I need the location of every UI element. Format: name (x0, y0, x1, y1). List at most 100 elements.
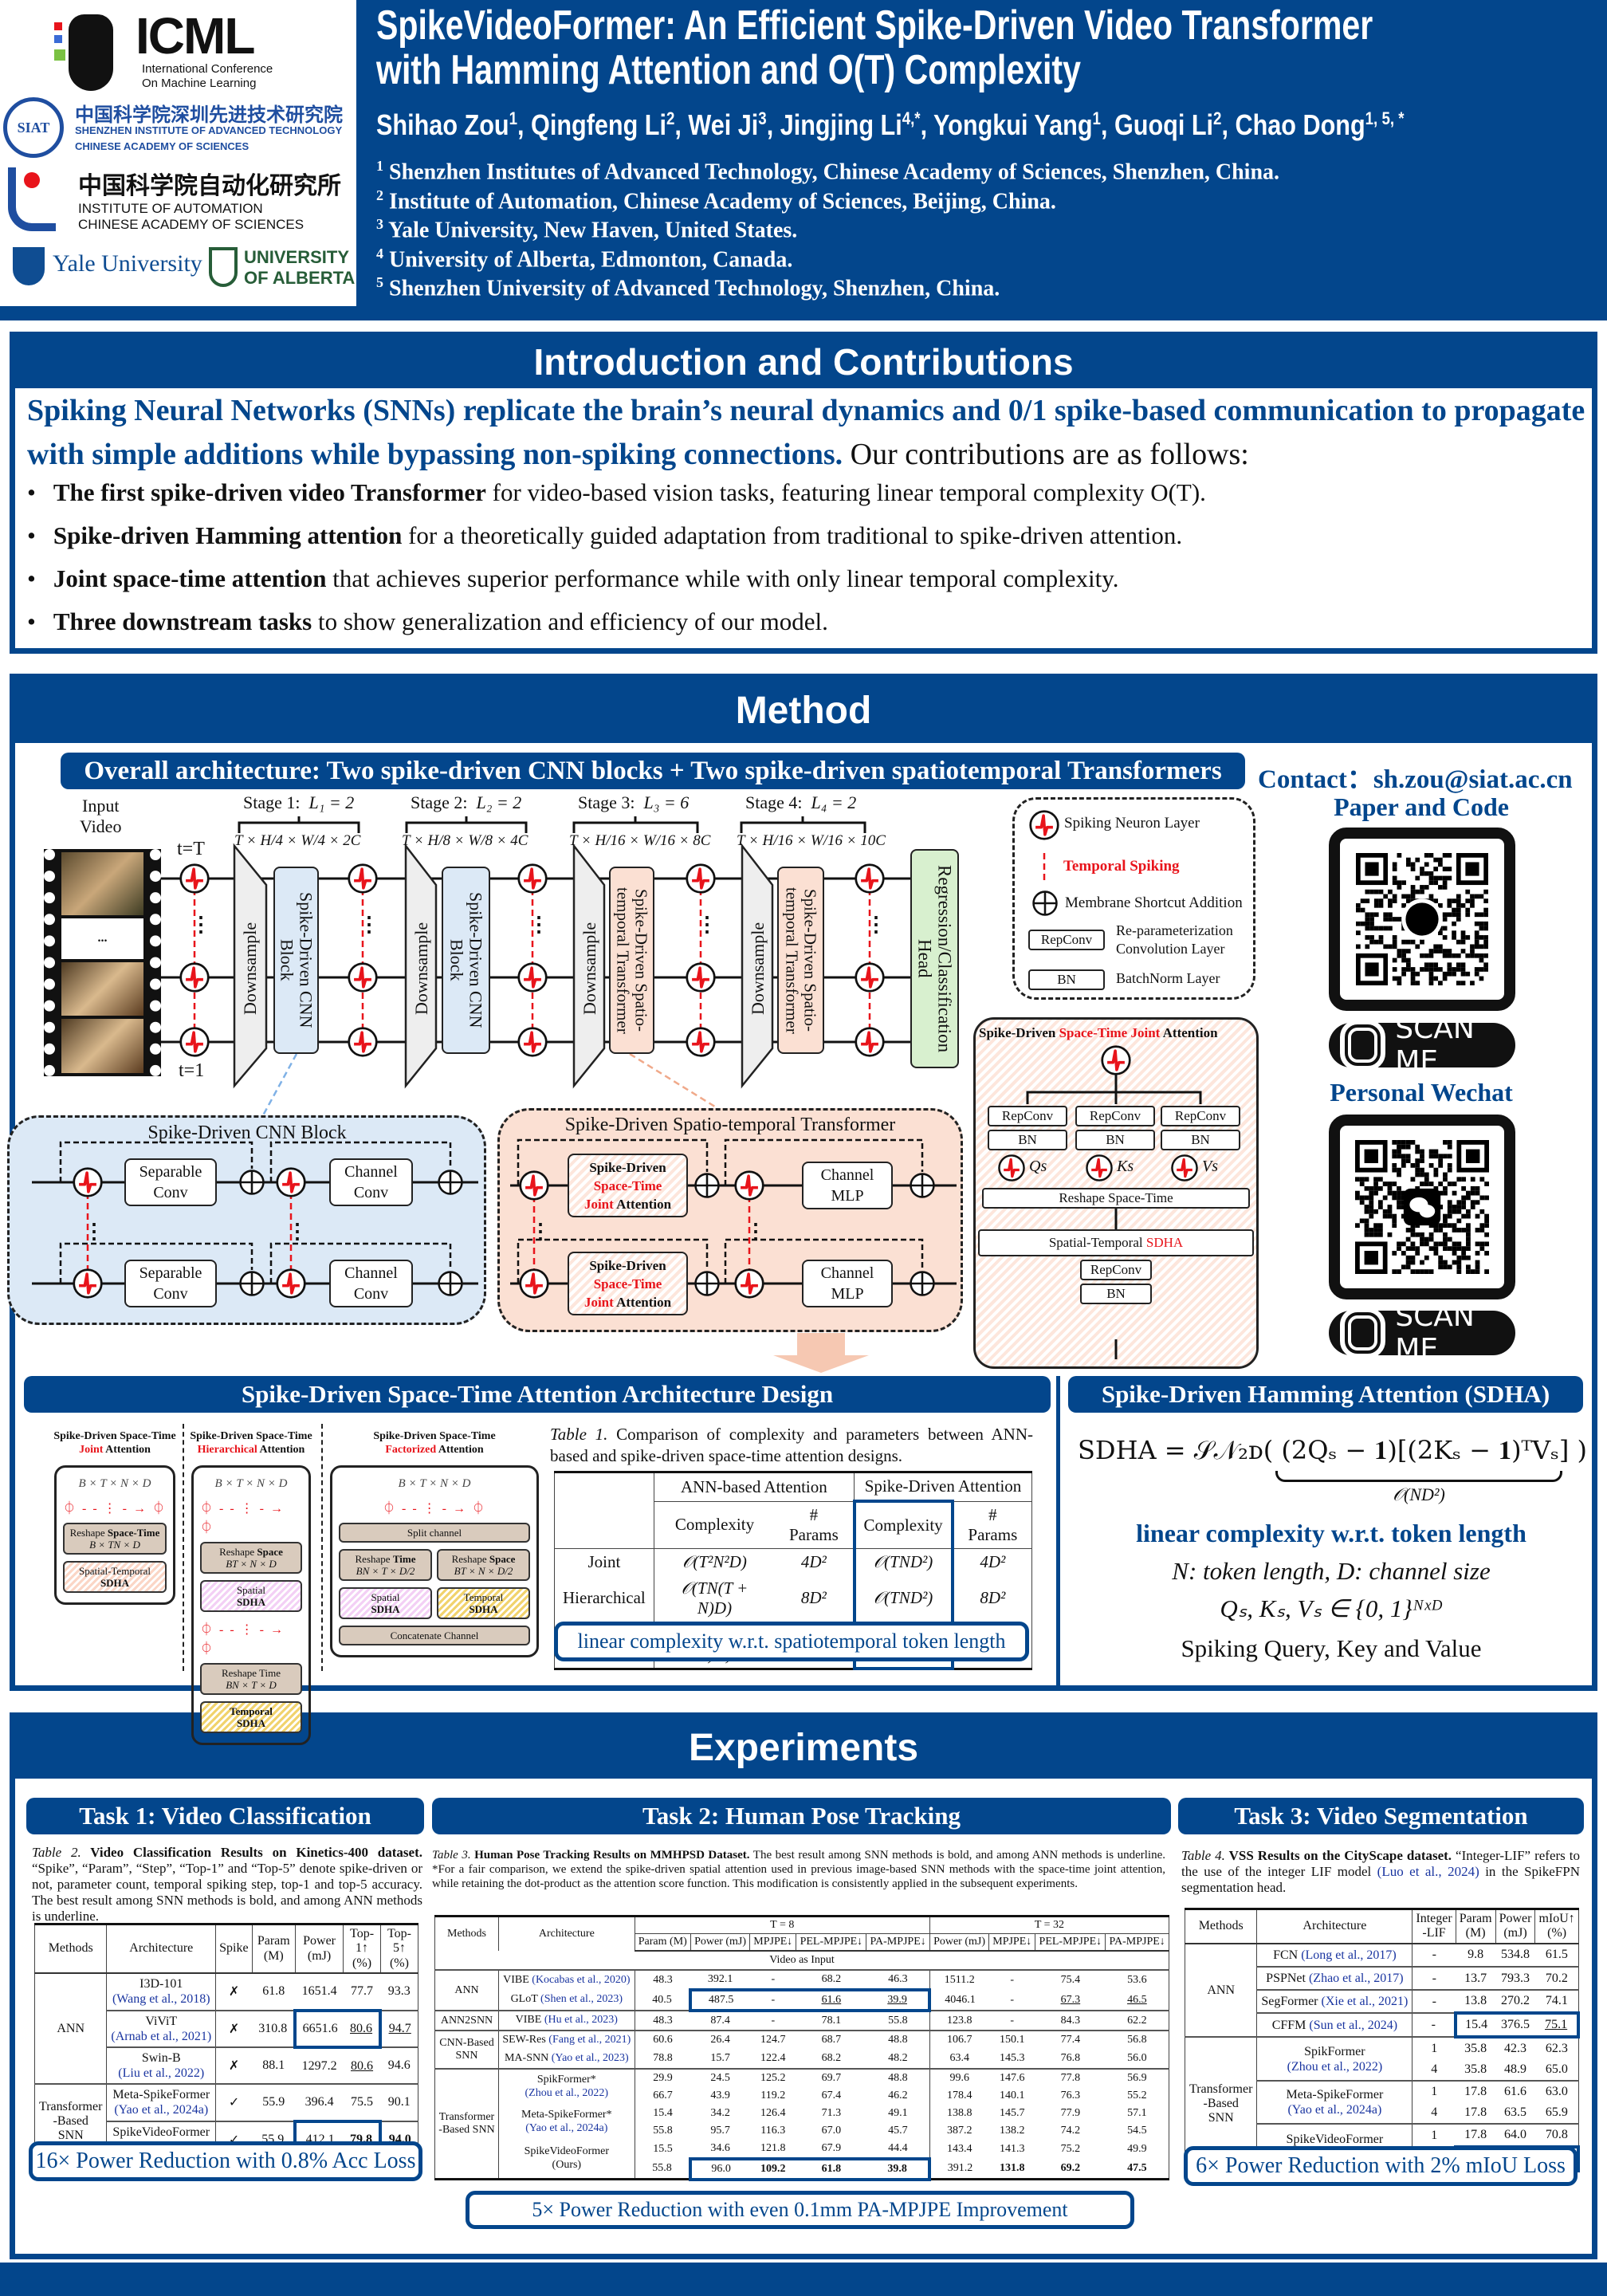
table-cell: 53.6 (1105, 1969, 1169, 1991)
method-group-cell: Transformer -Based SNN (434, 2067, 499, 2180)
table-cell: 55.8 (652, 2161, 672, 2174)
contribution-item: Spike-driven Hamming attention for a the… (27, 521, 1182, 550)
scan-me-button[interactable]: SCAN ME (1329, 1300, 1515, 1366)
yale-logo: Yale University (13, 244, 204, 292)
spiking-neuron-icon (854, 961, 886, 993)
table-cell: 1 (1412, 2080, 1456, 2103)
architecture-cell: SegFormer (Xie et al., 2021) (1256, 1989, 1413, 2014)
table-cell: 4 (1431, 2062, 1438, 2077)
spiking-neuron-icon (179, 961, 210, 993)
table-cell: 534.8 (1495, 1942, 1535, 1967)
casia-logo: 中国科学院自动化研究所 INSTITUTE OF AUTOMATION CHIN… (5, 166, 356, 234)
architecture-cell: FCN (Long et al., 2017) (1256, 1942, 1413, 1967)
legend-neuron-label: Spiking Neuron Layer (1064, 815, 1200, 832)
wechat-qr[interactable] (1329, 1115, 1515, 1299)
affiliation: 4 University of Alberta, Edmonton, Canad… (376, 245, 793, 272)
stage-dimensions: T × H/16 × W/16 × 10C (737, 832, 886, 849)
table-cell: 46.3 (866, 1969, 930, 1991)
table-cell: 140.1 (1000, 2089, 1025, 2101)
table-cell: 48.3 (635, 2010, 691, 2031)
scan-me-button[interactable]: SCAN ME (1329, 1012, 1515, 1078)
stage-dimensions: T × H/4 × W/4 × 2C (234, 832, 361, 849)
architecture-subheader: Overall architecture: Two spike-driven C… (61, 753, 1245, 789)
video-frame-ellipsis: ... (61, 918, 143, 959)
table-cell: 77.8 (1035, 2067, 1106, 2087)
table-cell: 90.1 (380, 2083, 419, 2121)
poster-title-line-2: with Hamming Attention and O(T) Complexi… (376, 47, 1081, 93)
design-divider (183, 1424, 184, 1671)
table-row: Meta-SpikeFormer*(Yao et al., 2024a)15.4… (435, 2104, 1169, 2140)
spiking-neuron-icon (997, 1154, 1026, 1182)
qkv-label: Vs (1202, 1158, 1218, 1175)
table-cell: - (749, 1988, 796, 2013)
attention-design-subheader: Spike-Driven Space-Time Attention Archit… (24, 1376, 1051, 1413)
time-label-bottom: t=1 (179, 1060, 205, 1081)
table-cell: 48.8 (866, 2030, 930, 2050)
table-cell: ✓ (215, 2083, 253, 2121)
table-cell: 48.9 (1504, 2062, 1526, 2077)
task1-header: Task 1: Video Classification (26, 1798, 424, 1834)
repconv-box: RepConv (1161, 1106, 1240, 1126)
table-cell: ✗ (215, 2046, 253, 2085)
table-cell: 4046.1 (945, 1993, 976, 2006)
membrane-addition-icon (437, 1270, 464, 1297)
table-cell: 48.2 (866, 2049, 930, 2069)
table-cell: 61.8 (252, 1972, 296, 2011)
spiking-neuron-icon (179, 1026, 210, 1058)
table-cell: 77.7 (343, 1972, 381, 2011)
task1-note: 16× Power Reduction with 0.8% Acc Loss (29, 2141, 422, 2181)
table-cell: 376.5 (1495, 2011, 1535, 2039)
legend-bn-box: BN (1028, 969, 1105, 990)
author-affiliation-mark: 1, 5, * (1365, 108, 1405, 128)
table-cell: 99.6 (929, 2067, 989, 2087)
table-cell: 80.6 (343, 2008, 383, 2049)
yale-shield-icon (13, 247, 45, 285)
table-cell: - (1412, 1989, 1456, 2014)
wechat-heading: Personal Wechat (1330, 1078, 1513, 1107)
paper-code-qr[interactable] (1329, 828, 1515, 1011)
spiking-neuron-icon (518, 1170, 550, 1201)
table-cell: 74.1 (1534, 1989, 1579, 2014)
contact-email-link[interactable]: sh.zou@siat.ac.cn (1373, 765, 1573, 794)
table-cell: 56.8 (1105, 2030, 1169, 2050)
table-cell: 68.7 (796, 2030, 866, 2050)
architecture-cell: ViViT(Arnab et al., 2021) (106, 2009, 217, 2047)
contribution-item: Joint space-time attention that achieves… (27, 564, 1119, 593)
table-cell: - (1412, 1942, 1456, 1967)
transformer-stage-3: Spike-Driven Spatio-temporal Transformer (609, 867, 654, 1054)
architecture-cell: I3D-101(Wang et al., 2018) (106, 1972, 217, 2011)
spiking-neuron-icon (685, 863, 717, 894)
neuron-row-icon: ⏀ - - ⋮ - → ⏀ (200, 1502, 285, 1535)
icml-square-icon (54, 49, 65, 61)
table-cell: 94.6 (380, 2046, 419, 2085)
table-cell: 67.9 (821, 2141, 842, 2154)
table-cell: 29.9 (635, 2067, 691, 2087)
architecture-cell: MA-SNN (Yao et al., 2023) (498, 2049, 635, 2069)
method-group-cell: CNN-Based SNN (434, 2030, 499, 2069)
sdha-complexity: 𝒪(ND²) (1393, 1484, 1445, 1504)
table1-note: linear complexity w.r.t. spatiotemporal … (554, 1622, 1029, 1661)
input-video-filmstrip: ... (44, 849, 161, 1076)
spiking-neuron-icon (347, 961, 379, 993)
table-cell: 391.2 (947, 2161, 973, 2174)
spiking-neuron-icon (1028, 809, 1060, 841)
table-cell: 68.2 (796, 1969, 866, 1991)
table-cell: 34.6 (710, 2141, 730, 2154)
bn-box: BN (1075, 1130, 1155, 1150)
table-cell: 67.0 (821, 2124, 842, 2137)
alberta-wordmark: UNIVERSITY (244, 247, 350, 267)
design-divider (321, 1424, 323, 1671)
table-cell: 48.3 (635, 1969, 691, 1991)
architecture-cell: SEW-Res (Fang et al., 2021) (498, 2030, 635, 2050)
